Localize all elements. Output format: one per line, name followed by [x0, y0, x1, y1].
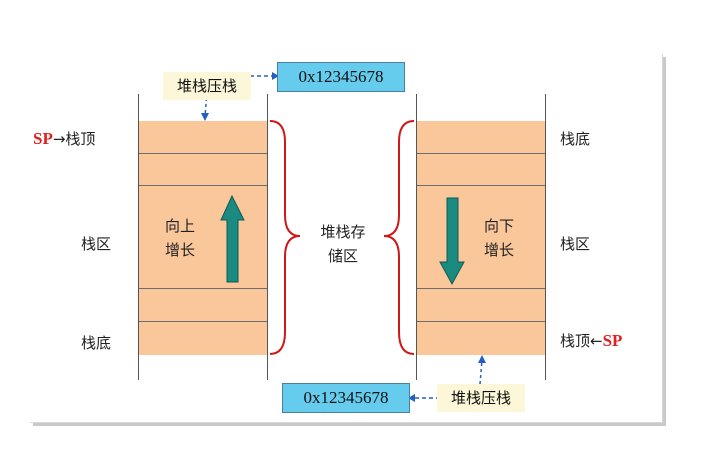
left-stack-bottom-label: 栈底: [81, 334, 112, 352]
right-stack: [417, 121, 545, 355]
top-push-note: 堆栈压栈: [163, 72, 251, 100]
right-growth-label: 向下 增长: [477, 214, 521, 262]
top-address-box: 0x12345678: [277, 62, 405, 92]
stack-divider: [139, 288, 267, 289]
left-stack-area-label: 栈区: [81, 235, 112, 253]
stack-storage-label: 堆栈存 储区: [306, 220, 380, 268]
stack-divider: [139, 153, 267, 154]
stack-divider: [417, 321, 545, 322]
left-stack-left-edge: [138, 94, 139, 380]
right-arrow-icon: →: [52, 130, 66, 148]
right-stack-top-label: 栈顶←SP: [560, 330, 622, 351]
left-stack-top-label: SP→栈顶: [33, 128, 95, 149]
center-line1: 堆栈存: [320, 223, 366, 241]
right-stack-bottom-label: 栈底: [560, 130, 591, 148]
growth-line2: 增长: [483, 241, 514, 259]
growth-line1: 向上: [164, 217, 195, 235]
bottom-push-note: 堆栈压栈: [437, 384, 525, 412]
growth-line1: 向下: [483, 217, 514, 235]
down-arrow-icon: [439, 197, 465, 286]
left-stack-right-edge: [267, 94, 268, 380]
left-brace-icon: [383, 120, 415, 355]
sp-pointer: SP: [602, 331, 623, 350]
right-stack-area-label: 栈区: [560, 235, 591, 253]
stack-divider: [139, 321, 267, 322]
stack-divider: [139, 185, 267, 186]
stack-top-text: 栈顶: [560, 332, 591, 350]
up-arrow-icon: [220, 194, 245, 283]
left-growth-label: 向上 增长: [158, 214, 202, 262]
growth-line2: 增长: [164, 241, 195, 259]
diagram-frame: [30, 54, 663, 423]
stack-divider: [417, 288, 545, 289]
center-line2: 储区: [327, 247, 358, 265]
bottom-address-box: 0x12345678: [282, 383, 410, 413]
right-stack-left-edge: [416, 94, 417, 380]
left-arrow-icon: ←: [590, 332, 603, 350]
stack-divider: [417, 153, 545, 154]
left-stack: [139, 121, 267, 355]
right-brace-icon: [269, 120, 301, 355]
right-stack-right-edge: [545, 94, 546, 380]
sp-pointer: SP: [33, 129, 53, 148]
stack-top-text: 栈顶: [65, 130, 96, 148]
stack-divider: [417, 185, 545, 186]
